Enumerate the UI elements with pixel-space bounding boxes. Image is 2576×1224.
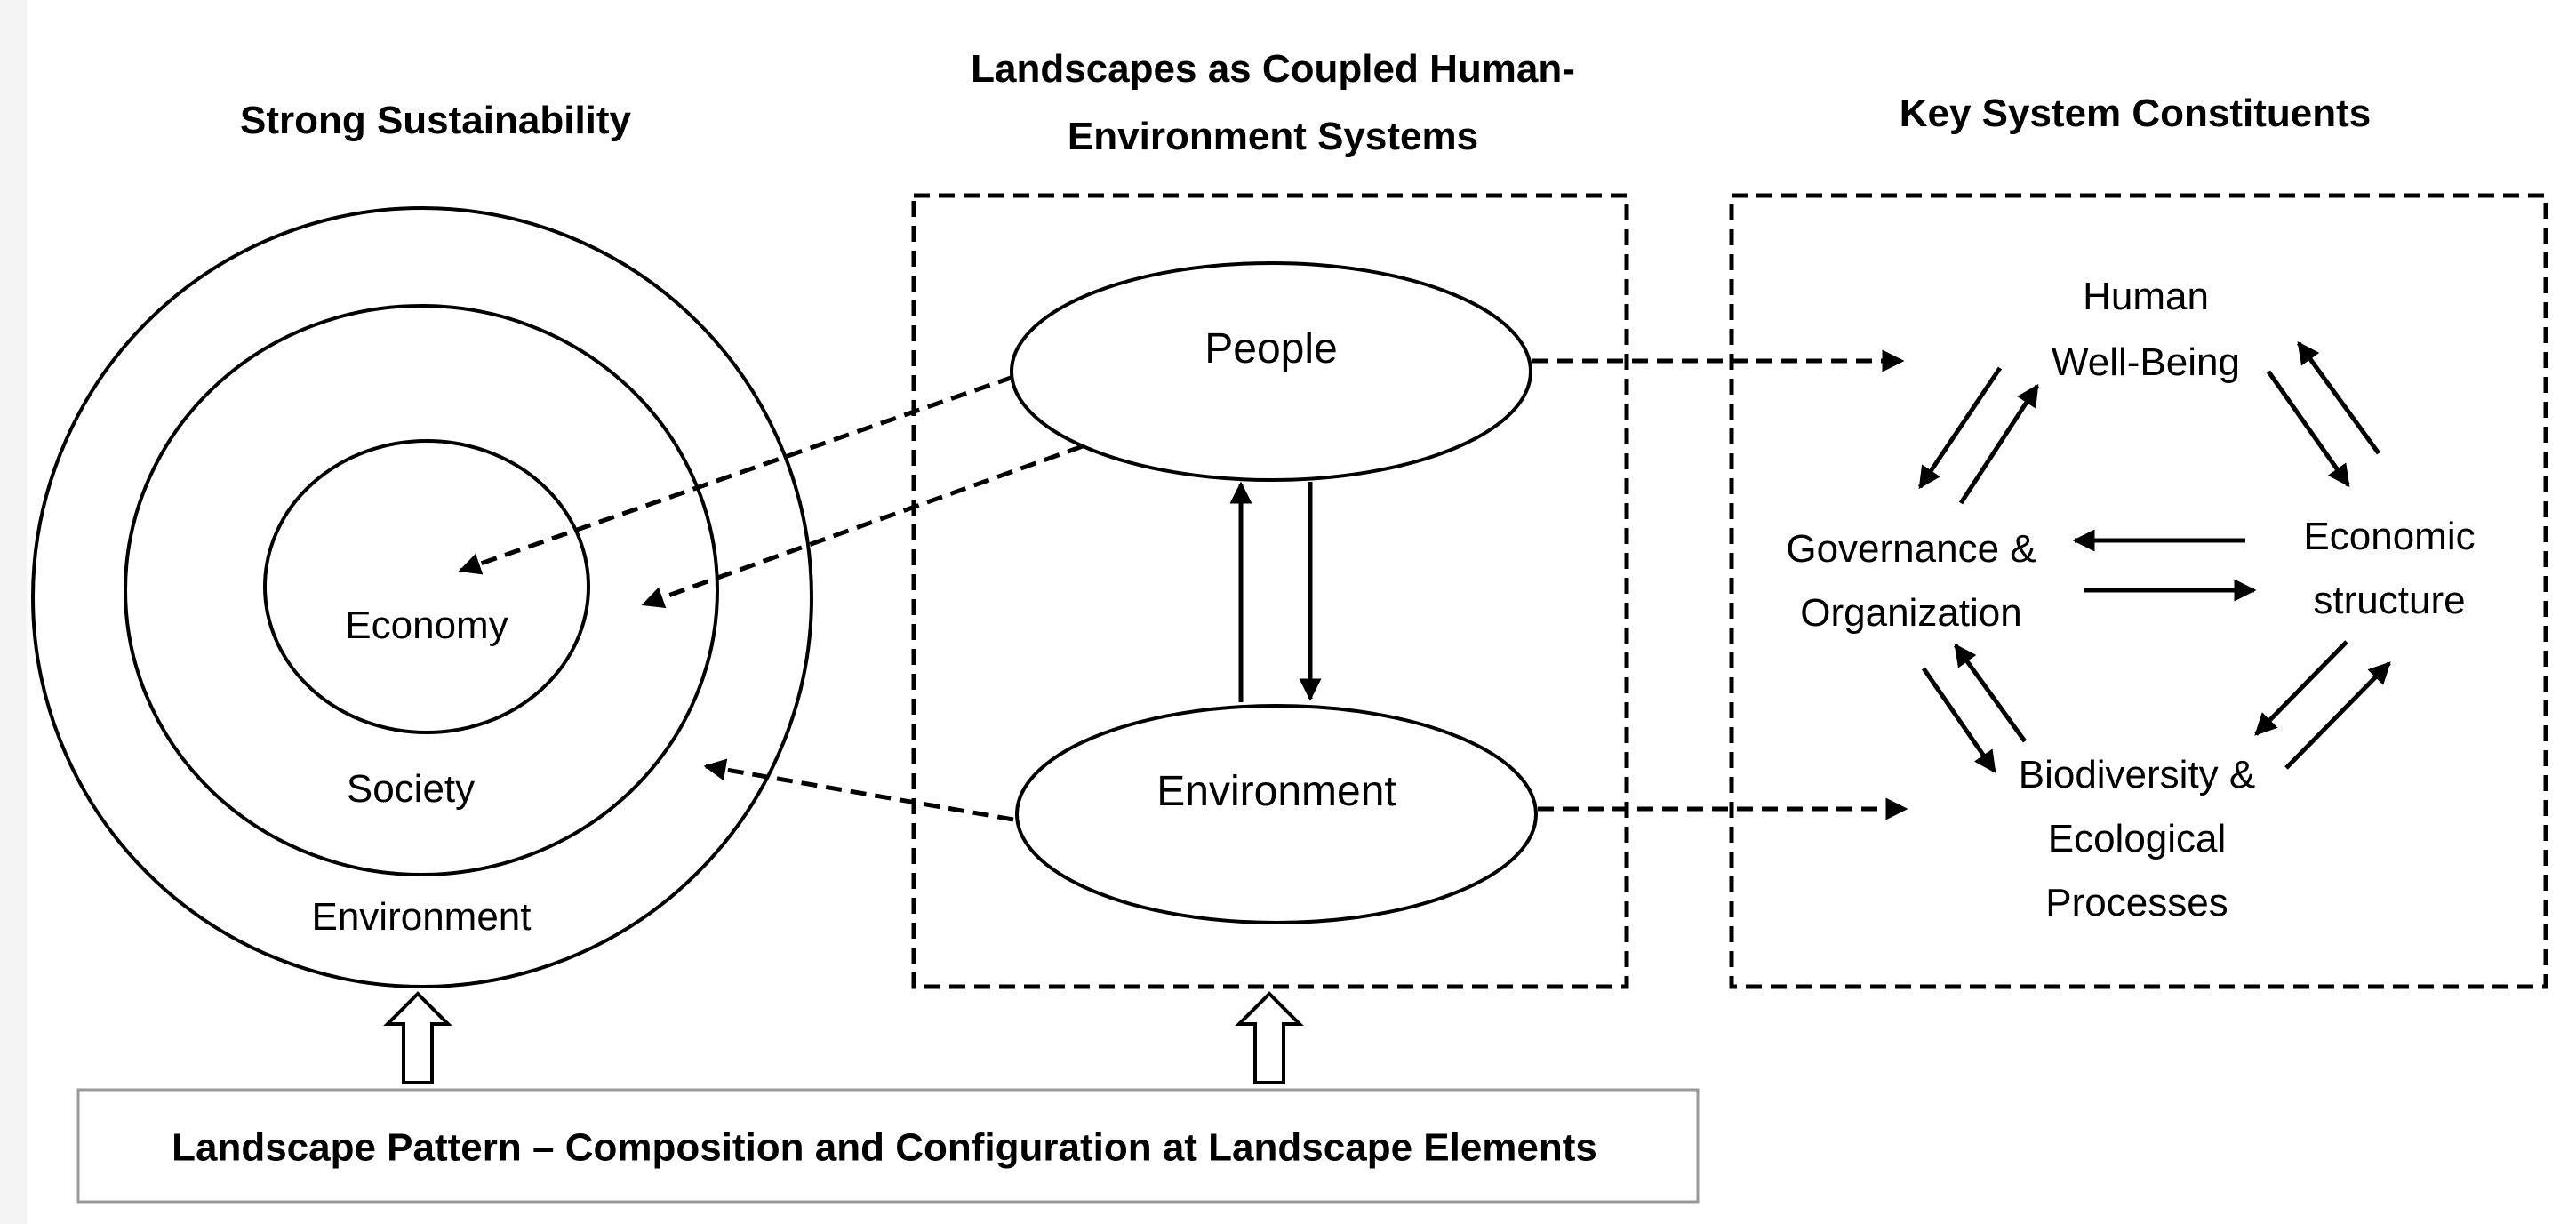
arrow-human-to-governance — [1917, 366, 2003, 490]
hollow-arrow-to-circles — [383, 991, 452, 1084]
left-edge-shade — [0, 0, 27, 1224]
circle-economy — [263, 439, 590, 734]
label-biodiversity-line1: Biodiversity & — [2019, 753, 2256, 796]
label-economic-line1: Economic — [2303, 515, 2475, 558]
arrow-governance-to-human — [1958, 383, 2040, 505]
landscape-pattern-box — [76, 1088, 1700, 1204]
label-human-line1: Human — [2083, 275, 2209, 318]
label-people: People — [1204, 325, 1337, 372]
label-governance-line2: Organization — [1800, 591, 2021, 635]
title-coupled-systems-line2: Environment Systems — [1068, 115, 1478, 158]
label-governance-line1: Governance & — [1786, 527, 2036, 571]
label-economy: Economy — [345, 604, 508, 647]
label-biodiversity-line2: Ecological — [2048, 817, 2227, 860]
hollow-arrow-to-coupled — [1235, 991, 1304, 1084]
arrow-human-to-economic — [2266, 370, 2351, 488]
sustainability-circles — [31, 206, 813, 988]
circle-society — [124, 304, 719, 876]
environment-node — [1015, 704, 1538, 924]
coupled-systems-box — [911, 193, 1629, 989]
constituent-arrows — [1917, 340, 2391, 774]
arrow-people-to-society — [641, 444, 1084, 609]
arrow-biodiversity-to-governance — [1953, 643, 2028, 743]
arrow-biodiversity-to-economic — [2284, 661, 2391, 770]
label-economic-line2: structure — [2313, 579, 2465, 622]
constituents-box — [1729, 193, 2548, 989]
arrow-people-to-economy — [458, 374, 1014, 575]
title-key-constituents: Key System Constituents — [1900, 92, 2372, 135]
title-strong-sustainability: Strong Sustainability — [240, 99, 632, 142]
arrow-environment-to-society — [703, 758, 1014, 822]
label-environment-circle: Environment — [311, 895, 531, 939]
title-coupled-systems-line1: Landscapes as Coupled Human- — [971, 47, 1575, 91]
people-node — [1010, 261, 1532, 482]
circle-environment — [31, 206, 813, 988]
label-biodiversity-line3: Processes — [2045, 881, 2228, 924]
arrow-economic-to-biodiversity — [2254, 640, 2348, 736]
label-landscape-pattern: Landscape Pattern – Composition and Conf… — [172, 1126, 1597, 1170]
arrow-economic-to-human — [2296, 340, 2381, 455]
label-human-line2: Well-Being — [2052, 340, 2240, 384]
arrow-governance-to-biodiversity — [1921, 667, 1997, 774]
label-society: Society — [347, 767, 475, 811]
label-environment-node: Environment — [1156, 768, 1396, 815]
